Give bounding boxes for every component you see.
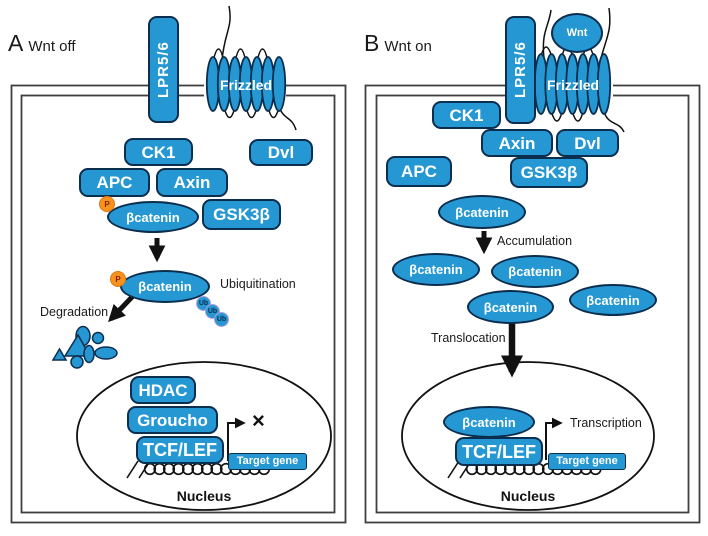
frizzled-a-receptor [205,5,297,131]
panel-a-title: A Wnt off [8,30,76,57]
frizzled-b-receptor [533,7,625,133]
bcatenin-node-b5: βcatenin [569,284,657,316]
panel-b-title: B Wnt on [364,30,432,57]
hdac-node: HDAC [130,376,196,404]
panel-a-state-label: Wnt off [28,38,76,55]
axin-node-a: Axin [156,168,228,197]
axin-node-b: Axin [481,129,553,157]
nucleus-label-a: Nucleus [176,488,232,504]
target-gene-node-b: Target gene [548,453,626,470]
lpr56-receptor-a: LPR5/6 [148,16,179,123]
ck1-node-b: CK1 [432,101,501,129]
ubiquitination-label: Ubiquitination [220,277,296,291]
dvl-node-a: Dvl [249,139,313,166]
transcription-label: Transcription [570,416,642,430]
panel-a-letter: A [8,30,24,56]
wnt-ligand: Wnt [551,13,603,53]
bcatenin-node-b1: βcatenin [438,195,526,229]
bcatenin-node-b-nucleus: βcatenin [443,406,535,438]
tcf-lef-node-a: TCF/LEF [136,436,224,464]
arrow-transcription [545,417,563,460]
lpr56-receptor-b: LPR5/6 [505,16,536,124]
gsk3b-node-b: GSK3β [510,157,588,188]
accumulation-label: Accumulation [497,234,573,248]
translocation-label: Translocation [431,331,506,345]
apc-node-a: APC [79,168,150,197]
ck1-node-a: CK1 [124,138,193,166]
frizzled-label-b: Frizzled [546,77,600,93]
apc-node-b: APC [386,156,452,187]
frizzled-label-a: Frizzled [219,77,273,93]
gsk3b-node-a: GSK3β [202,199,281,230]
bcatenin-node-b4: βcatenin [467,290,554,324]
target-gene-node-a: Target gene [228,453,307,470]
dvl-node-b: Dvl [556,129,619,157]
degradation-fragments [51,325,118,369]
arrow-degradation [108,294,135,323]
tcf-lef-node-b: TCF/LEF [455,437,543,466]
arrow-blocked-transcription [227,417,246,461]
blocked-transcription-mark: × [252,408,265,433]
groucho-node: Groucho [127,406,218,434]
nucleus-label-b: Nucleus [500,488,556,504]
panel-b-state-label: Wnt on [384,38,432,55]
phosphate-badge-a1: P [99,196,115,212]
panel-b-letter: B [364,30,380,56]
bcatenin-node-b3: βcatenin [491,255,579,288]
bcatenin-node-b2: βcatenin [392,253,480,286]
degradation-label: Degradation [40,305,109,319]
phosphate-badge-a2: P [110,271,126,287]
bcatenin-node-a1: βcatenin [107,201,199,233]
ubiquitin-badge-3: Ub [214,312,229,327]
bcatenin-node-a2: βcatenin [120,270,210,303]
